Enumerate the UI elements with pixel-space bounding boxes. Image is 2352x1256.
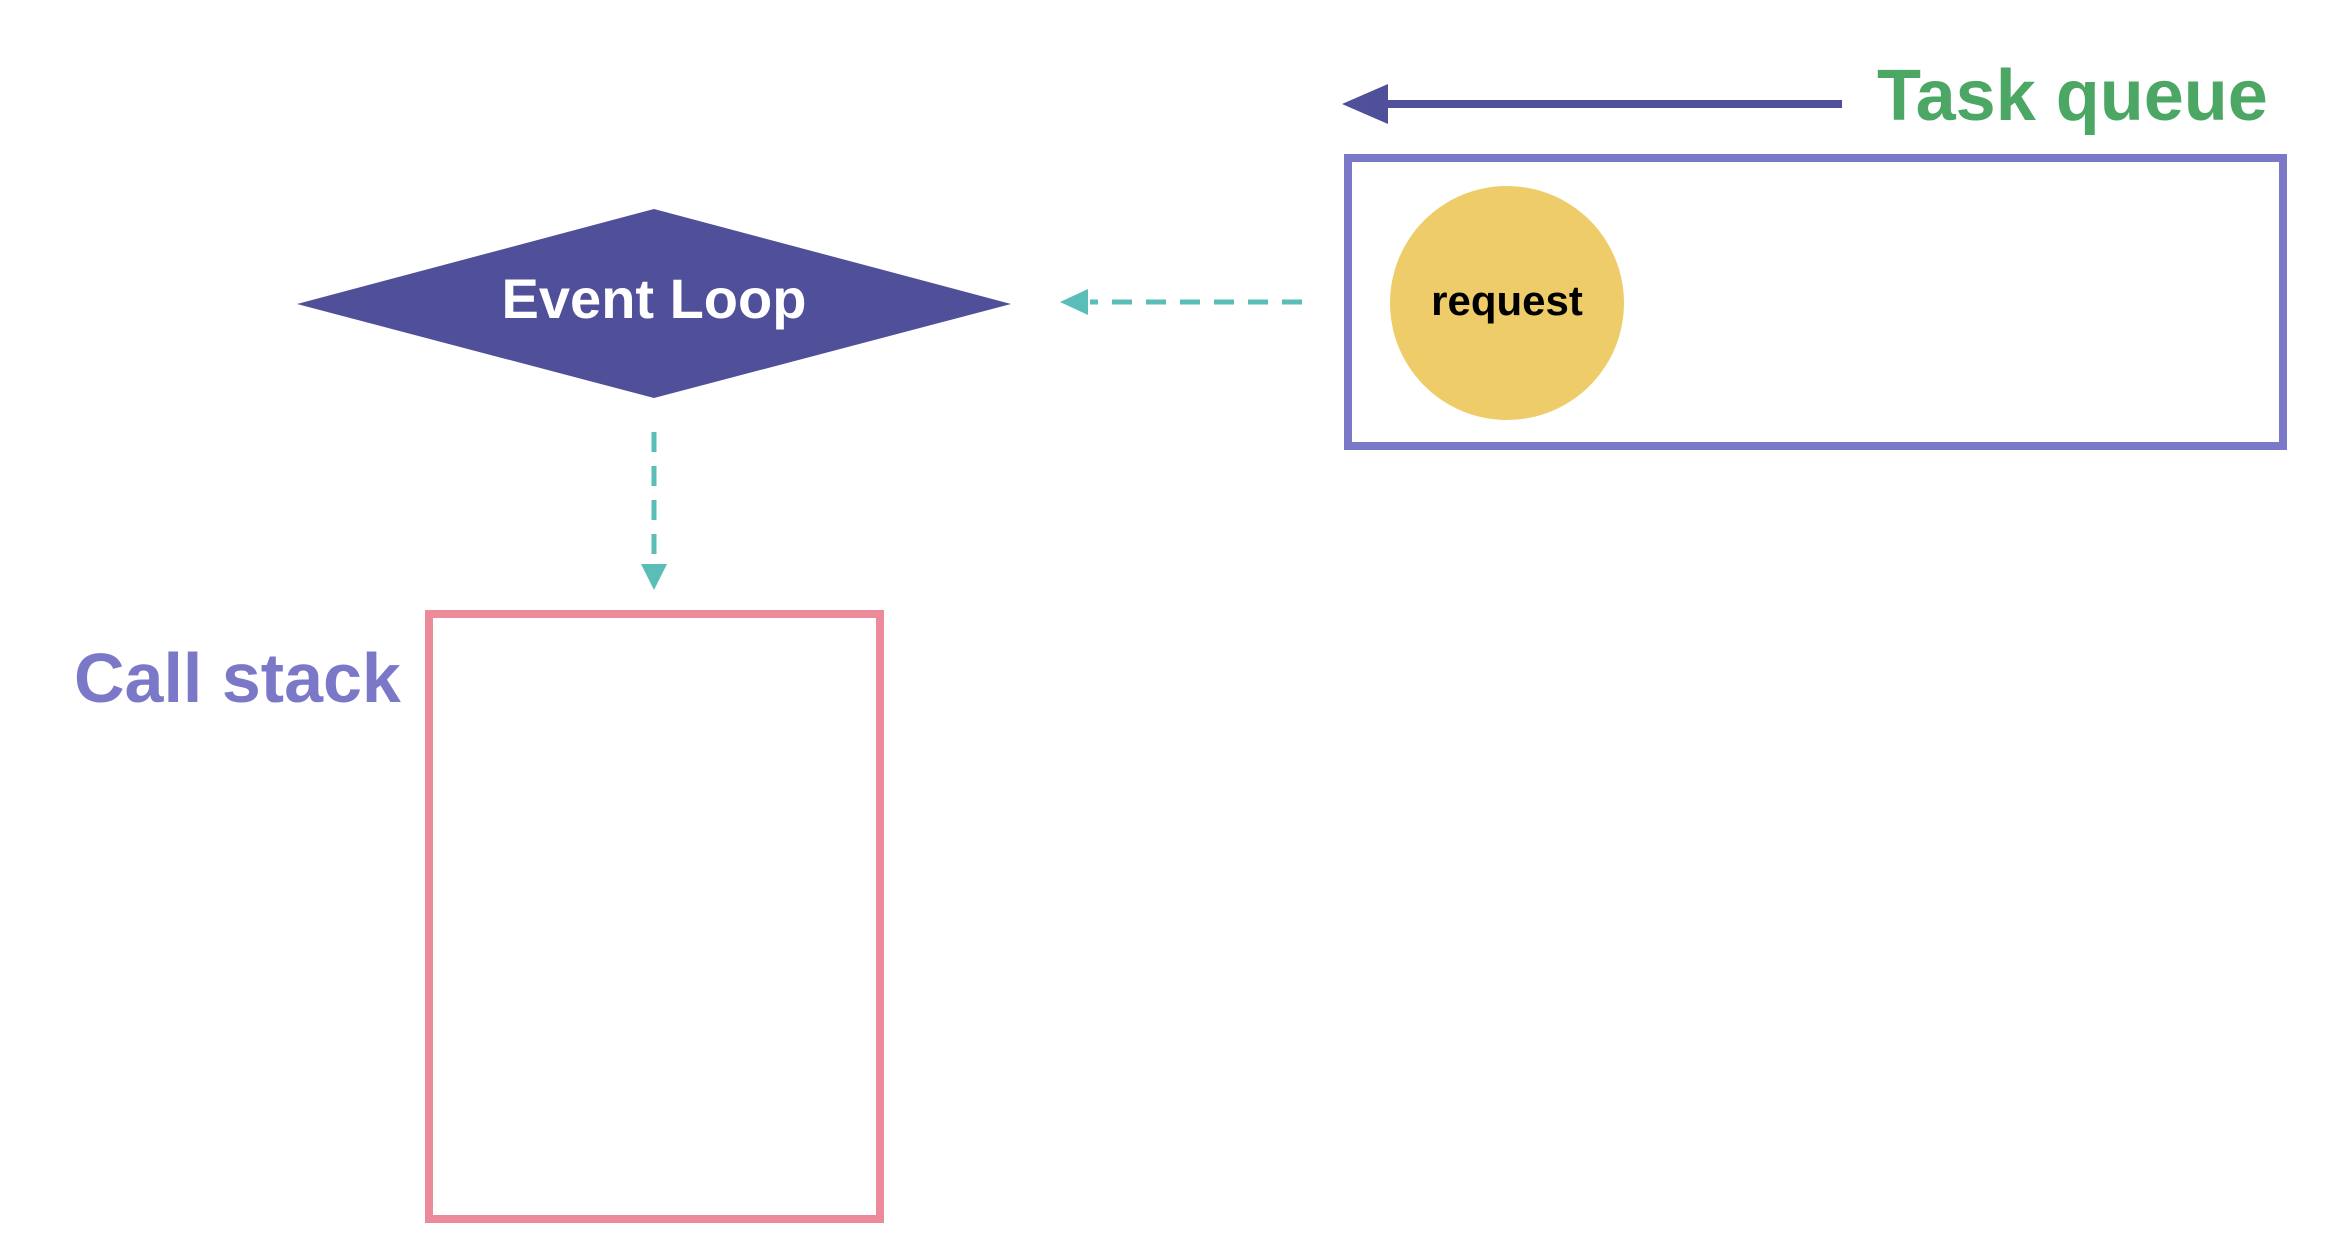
loop-to-stack-dashed-arrow (641, 432, 667, 590)
queue-to-loop-arrow-head (1060, 289, 1088, 315)
event-loop-diamond: Event Loop (297, 209, 1011, 398)
call-stack-box (425, 610, 884, 1223)
request-circle (1390, 186, 1624, 420)
event-loop-shape (297, 209, 1011, 398)
call-stack-label: Call stack (74, 639, 401, 717)
task-queue-arrow-head (1342, 84, 1388, 124)
event-loop-label: Event Loop (502, 267, 807, 330)
task-queue-direction-arrow (1342, 84, 1842, 124)
loop-to-stack-arrow-head (641, 564, 667, 590)
request-label: request (1431, 277, 1583, 324)
queue-to-loop-dashed-arrow (1060, 289, 1302, 315)
task-queue-label: Task queue (1877, 56, 2268, 136)
task-queue-item: request (1390, 186, 1624, 420)
task-queue-box (1344, 154, 2287, 450)
